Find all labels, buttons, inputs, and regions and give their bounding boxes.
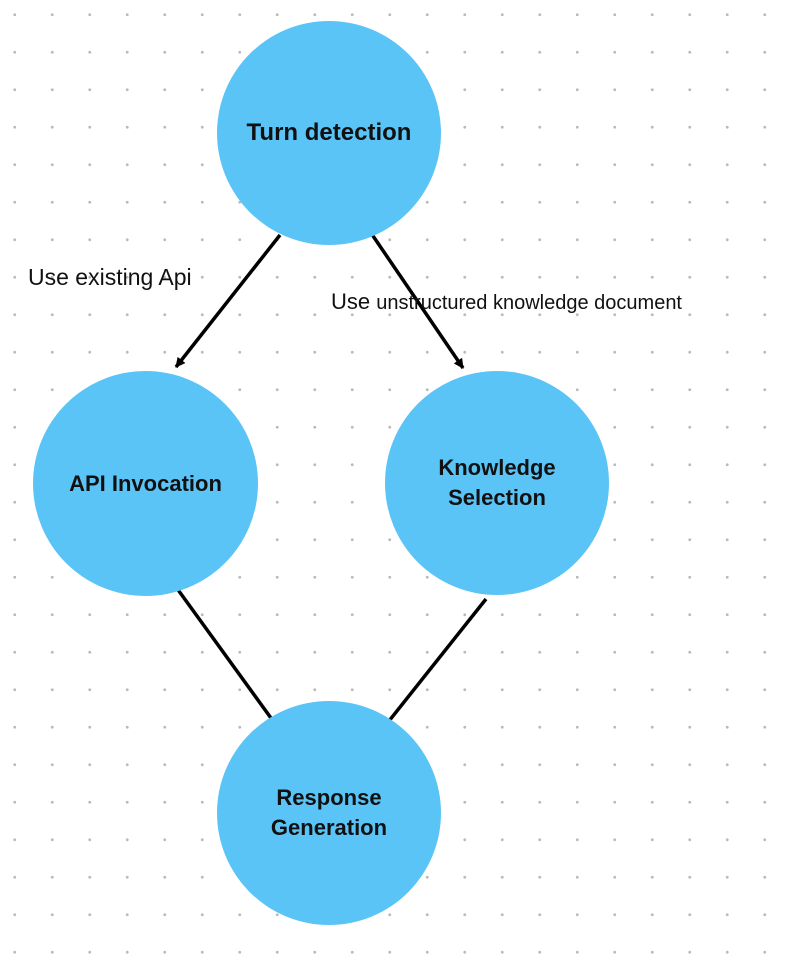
edge-label-use-existing-api: Use existing Api xyxy=(28,264,192,290)
edge-turn-to-knowledge xyxy=(369,232,465,369)
node-turn-detection[interactable]: Turn detection xyxy=(217,21,441,245)
node-api-invocation-label: API Invocation xyxy=(69,470,222,496)
node-knowledge-selection[interactable]: Knowledge Selection xyxy=(385,371,609,595)
node-response-generation[interactable]: Response Generation xyxy=(217,701,441,925)
edge-label-use-unstructured-knowledge: Use unstructured knowledge document xyxy=(331,289,682,315)
edge-turn-to-api xyxy=(174,233,282,369)
edge-label-use-prefix: Use xyxy=(331,289,377,314)
node-response-generation-label: Response Generation xyxy=(270,785,388,840)
edge-knowledge-to-response xyxy=(379,597,488,733)
node-turn-detection-label: Turn detection xyxy=(246,119,412,146)
node-knowledge-selection-label: Knowledge Selection xyxy=(438,455,556,510)
edge-api-to-response xyxy=(174,585,286,738)
node-api-invocation[interactable]: API Invocation xyxy=(33,371,258,596)
edge-label-unstructured-rest: unstructured knowledge document xyxy=(376,292,682,314)
